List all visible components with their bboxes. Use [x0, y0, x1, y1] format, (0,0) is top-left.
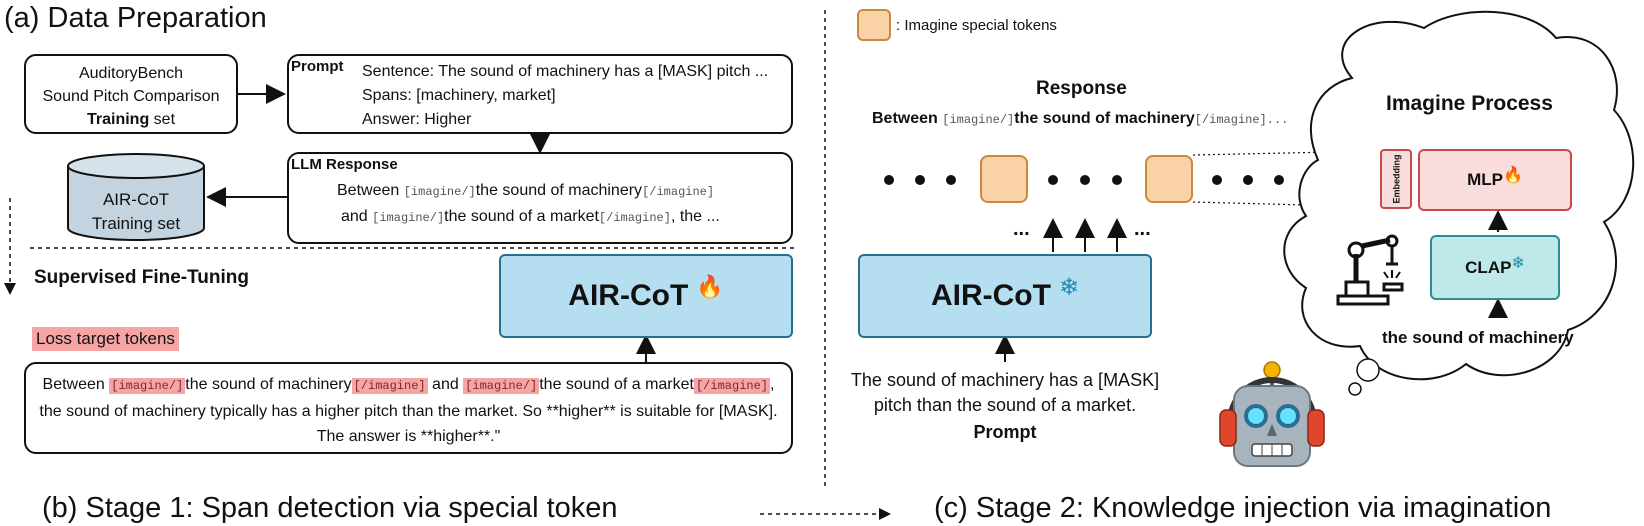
machinery-icon: [1336, 234, 1404, 306]
prompt-text-c: The sound of machinery has a [MASK] pitc…: [830, 368, 1180, 445]
embedding-block: Embedding: [1380, 149, 1412, 209]
air-cot-model-trainable: AIR-CoT 🔥: [499, 254, 793, 338]
ellipsis-left: ...: [1013, 218, 1030, 240]
llm-line1: Between [imagine/]the sound of machinery…: [337, 182, 715, 199]
stage2-title: (c) Stage 2: Knowledge injection via ima…: [934, 492, 1552, 524]
prompt-spans: Spans: [machinery, market]: [362, 87, 556, 104]
air-cot-label: AIR-CoT: [568, 279, 689, 312]
cloud-caption: the sound of machinery: [1382, 328, 1574, 347]
clap-label: CLAP: [1465, 257, 1512, 277]
air-cot-label: AIR-CoT: [930, 279, 1051, 312]
database-icon: [67, 153, 205, 241]
seq-line2: the sound of machinery typically has a h…: [39, 403, 778, 420]
snowflake-icon: ❄: [1058, 273, 1080, 301]
air-cot-model-frozen: AIR-CoT ❄: [858, 254, 1152, 338]
llm-response-box: LLM Response Between [imagine/]the sound…: [287, 152, 793, 244]
robot-headphones-icon: [1219, 361, 1325, 467]
imagine-special-token: [980, 155, 1028, 203]
seq-line1: Between [imagine/]the sound of machinery…: [42, 376, 775, 394]
prompt-answer: Answer: Higher: [362, 111, 472, 128]
auditorybench-box: AuditoryBench Sound Pitch Comparison Tra…: [24, 54, 238, 134]
db-line1: AIR-CoT: [102, 190, 170, 209]
stage1-title: (b) Stage 1: Span detection via special …: [42, 492, 618, 524]
clap-block: CLAP❄: [1430, 235, 1560, 300]
imagine-open-tag: [imagine/]: [403, 185, 476, 199]
prompt-label-c: Prompt: [973, 422, 1037, 442]
seq-dot: [1048, 175, 1058, 185]
air-cot-training-db: AIR-CoT Training set: [66, 152, 206, 242]
snowflake-icon: ❄: [1511, 254, 1525, 272]
panel-a-title: (a) Data Preparation: [4, 2, 267, 34]
imagine-process-title: Imagine Process: [1386, 92, 1553, 115]
bench-line1: AuditoryBench: [78, 65, 184, 82]
legend-text: : Imagine special tokens: [896, 17, 1057, 34]
mlp-block: MLP🔥: [1418, 149, 1572, 211]
bench-set: set: [149, 111, 176, 128]
sft-label: Supervised Fine-Tuning: [34, 267, 249, 288]
imagine-close-tag: [/imagine]: [642, 185, 715, 199]
bench-training: Training: [86, 111, 150, 128]
embedding-label: Embedding: [1391, 154, 1401, 204]
response-label: Response: [1036, 78, 1127, 99]
fire-icon: 🔥: [1502, 167, 1523, 184]
seq-dot: [1112, 175, 1122, 185]
bench-line2: Sound Pitch Comparison: [42, 88, 220, 105]
seq-dot: [915, 175, 925, 185]
db-line2: Training set: [91, 214, 181, 233]
imagine-special-token: [1145, 155, 1193, 203]
prompt-label: Prompt: [291, 58, 344, 75]
seq-dot: [1274, 175, 1284, 185]
mlp-label: MLP: [1467, 170, 1503, 189]
ellipsis-right: ...: [1134, 218, 1151, 240]
seq-dot: [1212, 175, 1222, 185]
seq-dot: [946, 175, 956, 185]
loss-target-label: Loss target tokens: [32, 327, 179, 351]
llm-response-label: LLM Response: [291, 156, 398, 173]
llm-line2: and [imagine/]the sound of a market[/ima…: [341, 208, 720, 225]
target-sequence-box: Between [imagine/]the sound of machinery…: [24, 362, 793, 454]
seq-dot: [1243, 175, 1253, 185]
legend-token-swatch: [857, 9, 891, 41]
seq-dot: [884, 175, 894, 185]
prompt-box: Prompt Sentence: The sound of machinery …: [287, 54, 793, 134]
seq-line3: The answer is **higher**.": [316, 428, 501, 445]
prompt-sentence: Sentence: The sound of machinery has a […: [362, 63, 769, 80]
response-text: Between [imagine/]the sound of machinery…: [872, 110, 1289, 127]
fire-icon: 🔥: [696, 274, 724, 299]
seq-dot: [1080, 175, 1090, 185]
